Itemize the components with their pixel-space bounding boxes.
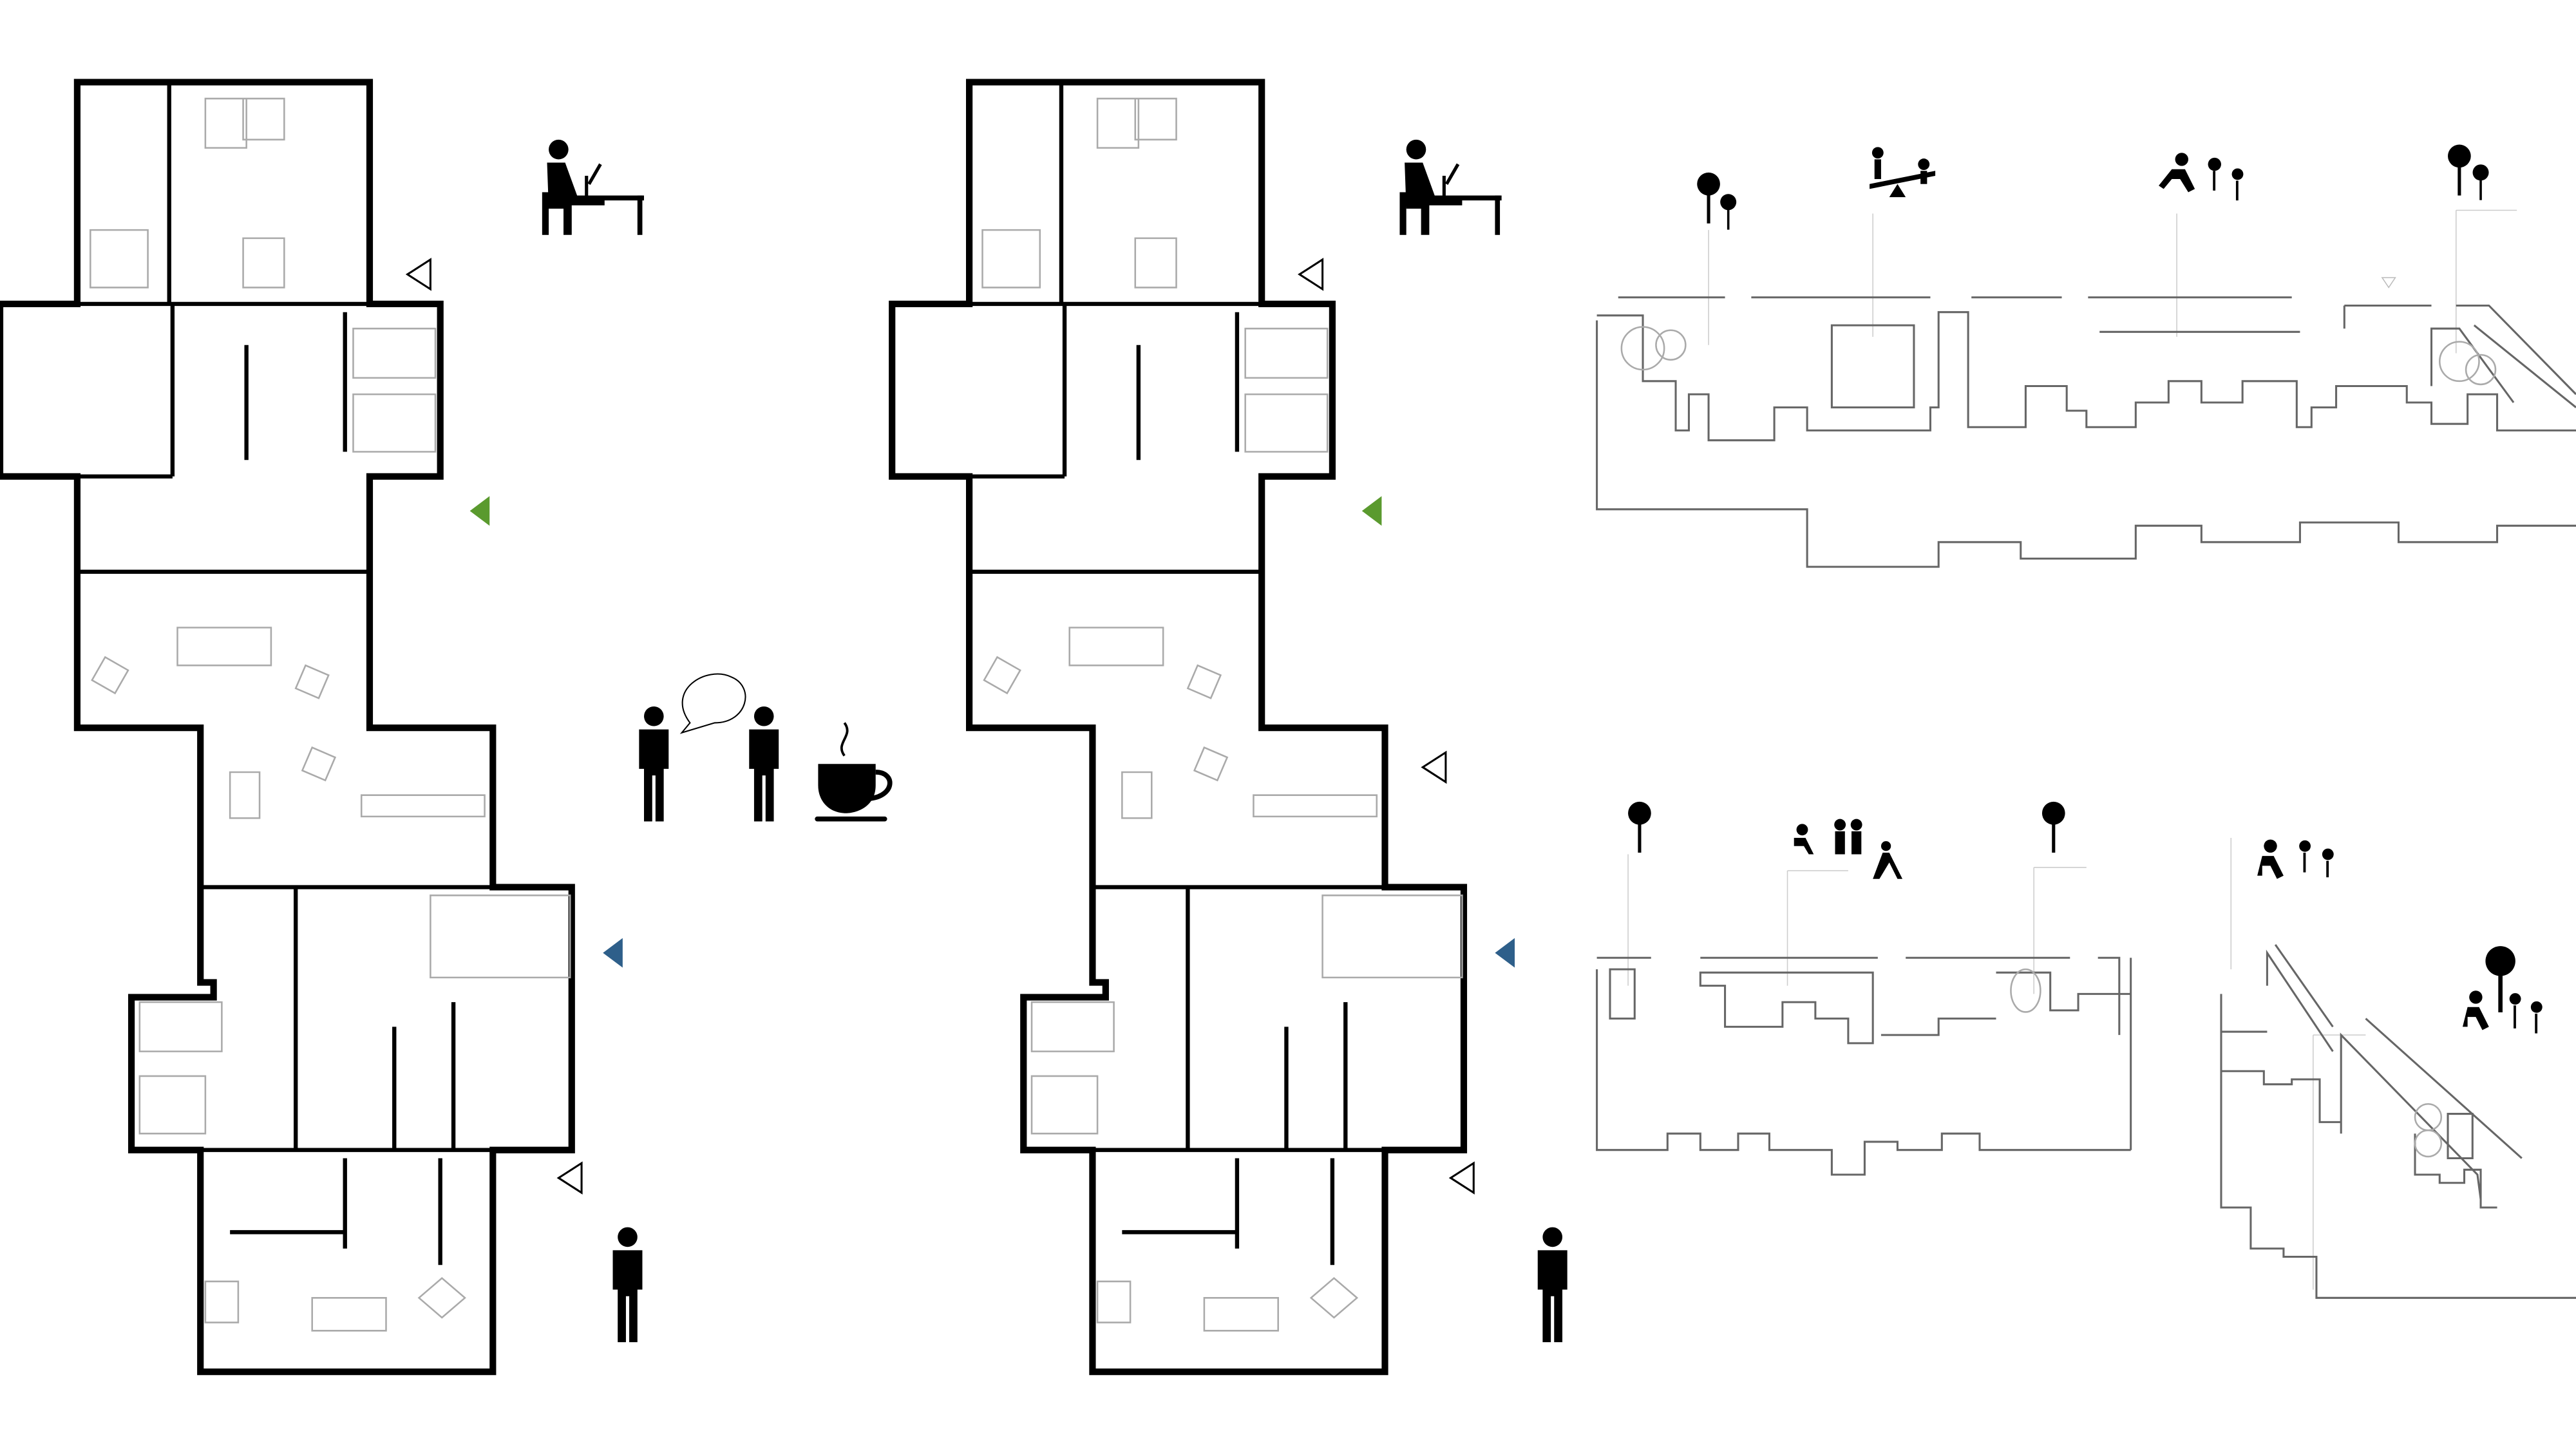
tree-icon: [2448, 144, 2471, 196]
seesaw-icon: [1870, 147, 1936, 198]
person-icon: [639, 706, 669, 822]
person-icon: [749, 706, 779, 822]
tree-icon: [2472, 164, 2489, 200]
desk-worker-icon: [542, 139, 644, 235]
section-bottom: [1596, 838, 2576, 1299]
person-with-flowers-icon: [2257, 839, 2334, 879]
tree-icon: [1628, 801, 1651, 853]
person-with-flowers-icon: [2159, 153, 2244, 201]
group-of-people-icon: [1794, 819, 1903, 879]
desk-worker-icon: [1399, 139, 1502, 235]
level-46-marker-left: [603, 938, 623, 968]
section-top: [1596, 209, 2576, 568]
person-icon: [1537, 1227, 1567, 1343]
person-icon: [612, 1227, 643, 1343]
level-44-marker-right: [1361, 496, 1382, 526]
speech-bubble-icon: [679, 673, 746, 734]
person-with-flowers-icon: [2462, 990, 2543, 1034]
level-44-marker-left: [469, 496, 490, 526]
entrance-markers: [405, 258, 1475, 1195]
level-46-marker-right: [1495, 938, 1515, 968]
floor-plan-left: [0, 82, 572, 1372]
tree-icon: [2041, 801, 2065, 853]
tree-icon: [1697, 172, 1720, 223]
plan-level-markers: [469, 496, 1515, 968]
tree-icon: [1720, 194, 1737, 230]
coffee-cup-icon: [815, 722, 893, 822]
floor-plan-right: [892, 82, 1464, 1372]
section-level-markers: [2381, 277, 2396, 289]
